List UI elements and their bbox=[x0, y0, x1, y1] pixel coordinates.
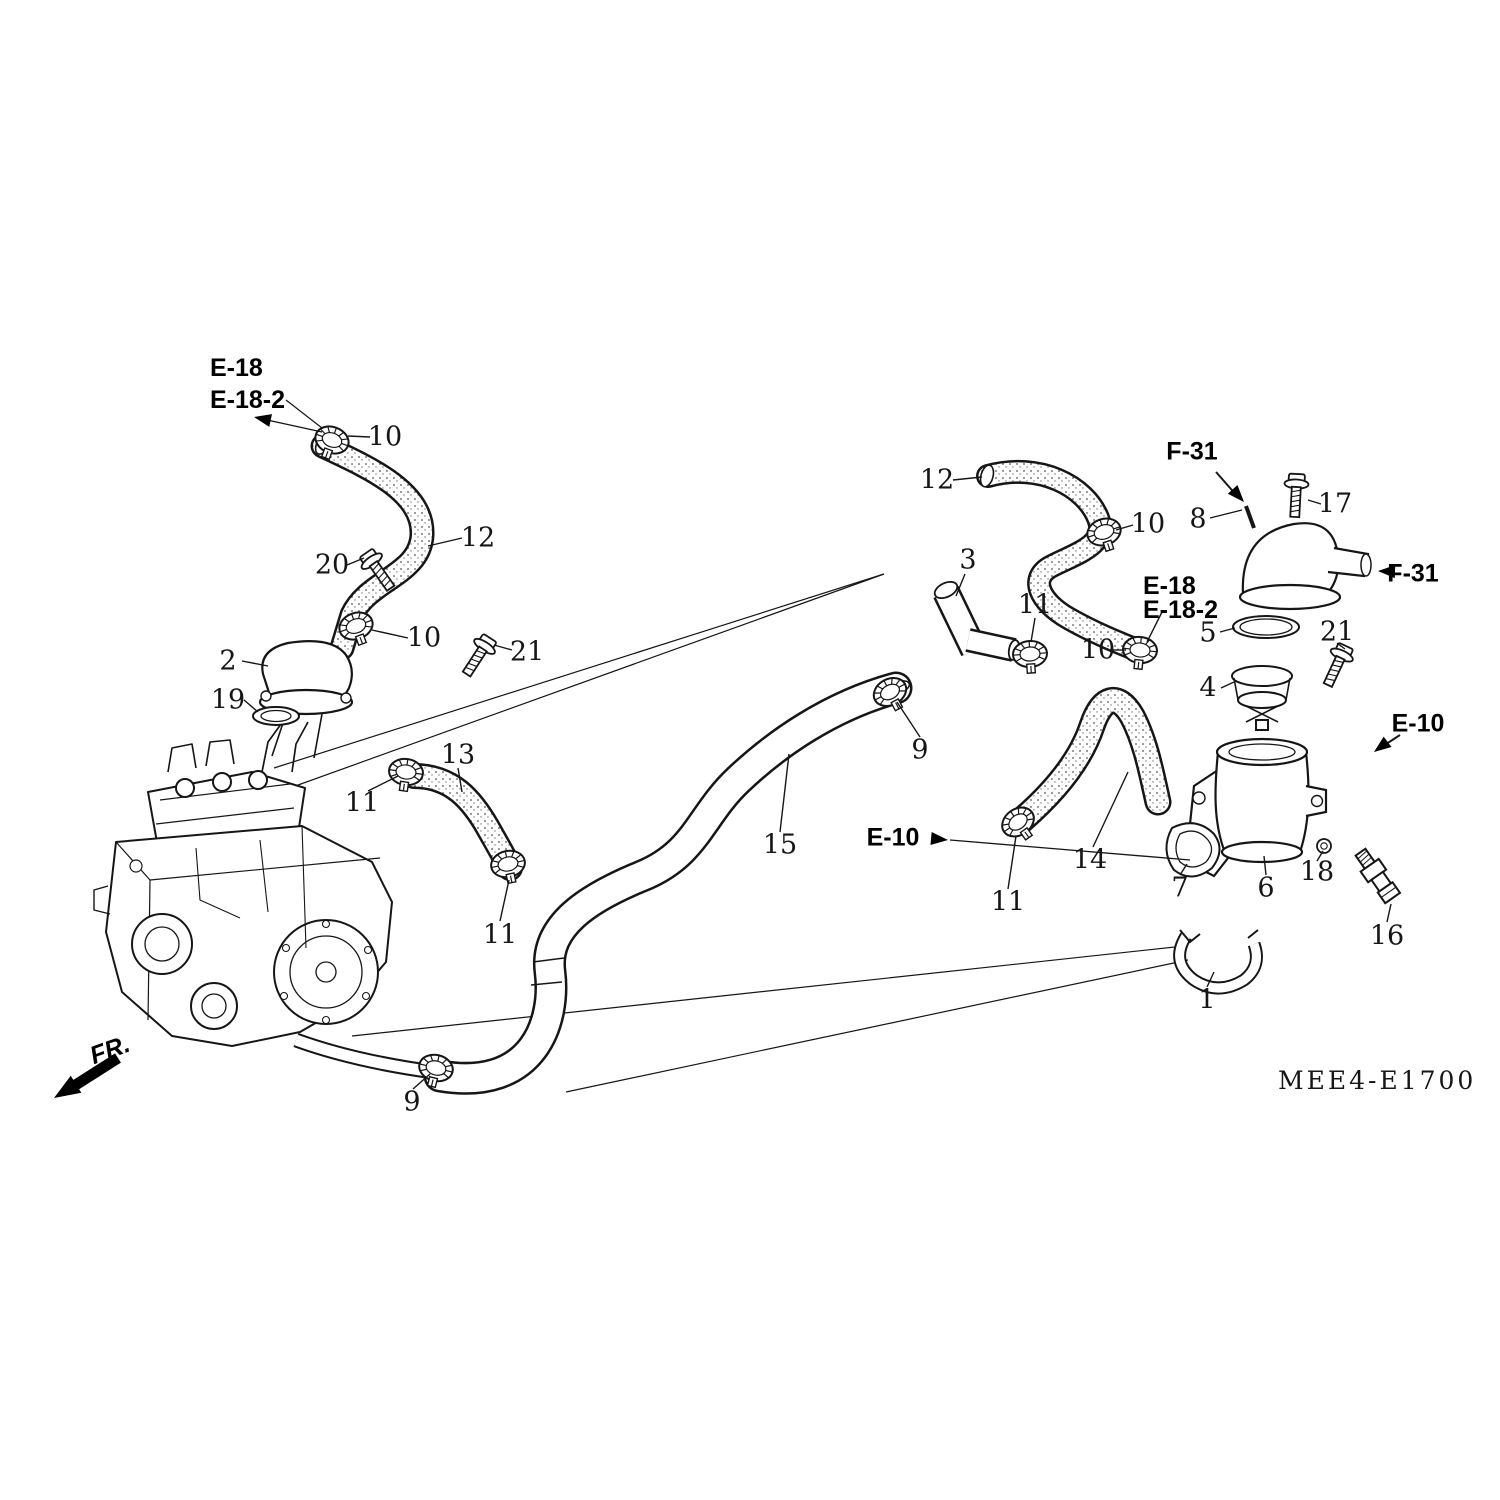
part-number-label: 4 bbox=[1199, 672, 1217, 704]
part-number-label: 15 bbox=[762, 829, 798, 861]
hose-12-right bbox=[976, 460, 1154, 664]
part-number-label: 9 bbox=[403, 1086, 421, 1118]
part-number-label: 10 bbox=[406, 622, 442, 654]
drawing-code: MEE4-E1700 bbox=[1278, 1066, 1477, 1095]
section-ref-label: E-18 bbox=[210, 354, 263, 382]
thermostat-4 bbox=[1231, 665, 1293, 731]
part-number-label: 10 bbox=[1130, 508, 1166, 540]
section-ref-label: E-10 bbox=[1391, 709, 1445, 738]
part-number-label: 11 bbox=[1017, 589, 1053, 621]
section-ref-label: E-18-2 bbox=[210, 386, 286, 414]
part-number-label: 9 bbox=[911, 734, 929, 766]
water-temp-sensor-16 bbox=[1354, 847, 1402, 905]
o-ring-19 bbox=[252, 706, 300, 726]
part-number-label: 17 bbox=[1317, 488, 1353, 520]
o-ring-18 bbox=[1316, 838, 1332, 854]
o-ring-5 bbox=[1232, 615, 1300, 639]
part-number-label: 1 bbox=[1198, 984, 1216, 1016]
part-number-label: 19 bbox=[210, 684, 246, 716]
part-number-label: 14 bbox=[1072, 844, 1108, 876]
section-ref-label: E-18 bbox=[1143, 572, 1196, 600]
part-number-label: 6 bbox=[1257, 872, 1275, 904]
water-pipe-outlet bbox=[293, 1032, 436, 1080]
reference-arrows bbox=[252, 410, 1401, 861]
part-number-label: 10 bbox=[1080, 634, 1116, 666]
gasket-7 bbox=[1165, 822, 1221, 878]
section-ref-label: E-10 bbox=[866, 823, 920, 852]
flange-bolts bbox=[355, 472, 1358, 691]
section-ref-label: E-18-2 bbox=[1143, 596, 1219, 624]
section-ref-label: F-31 bbox=[1387, 559, 1439, 588]
part-number-label: 10 bbox=[367, 421, 403, 453]
part-number-label: 11 bbox=[990, 886, 1026, 918]
part-number-label: 7 bbox=[1171, 872, 1189, 904]
part-number-label: 11 bbox=[344, 787, 380, 819]
part-number-label: 18 bbox=[1299, 856, 1335, 888]
leader-lines bbox=[241, 417, 1392, 1090]
engine-block bbox=[93, 713, 393, 1047]
part-number-label: 21 bbox=[509, 636, 545, 668]
part-number-label: 16 bbox=[1369, 920, 1405, 952]
joint-pipe-3 bbox=[933, 580, 1021, 662]
thermostat-cover-2 bbox=[258, 640, 354, 716]
section-ref-label: F-31 bbox=[1166, 437, 1218, 466]
construction-lines bbox=[261, 399, 1189, 1093]
part-number-label: 11 bbox=[482, 919, 518, 951]
part-number-label: 13 bbox=[440, 739, 476, 771]
hose-stay-1 bbox=[1173, 929, 1263, 995]
part-number-label: 5 bbox=[1199, 617, 1217, 649]
part-number-label: 12 bbox=[919, 464, 955, 496]
part-number-label: 20 bbox=[314, 549, 350, 581]
part-number-label: 12 bbox=[460, 522, 496, 554]
part-number-label: 3 bbox=[959, 544, 977, 576]
part-number-label: 21 bbox=[1319, 616, 1355, 648]
hose-clamps bbox=[308, 420, 1160, 1092]
part-number-label: 8 bbox=[1189, 503, 1207, 535]
part-number-label: 2 bbox=[219, 645, 237, 677]
front-direction-arrow bbox=[54, 1053, 121, 1098]
filler-neck-8 bbox=[1238, 505, 1372, 611]
